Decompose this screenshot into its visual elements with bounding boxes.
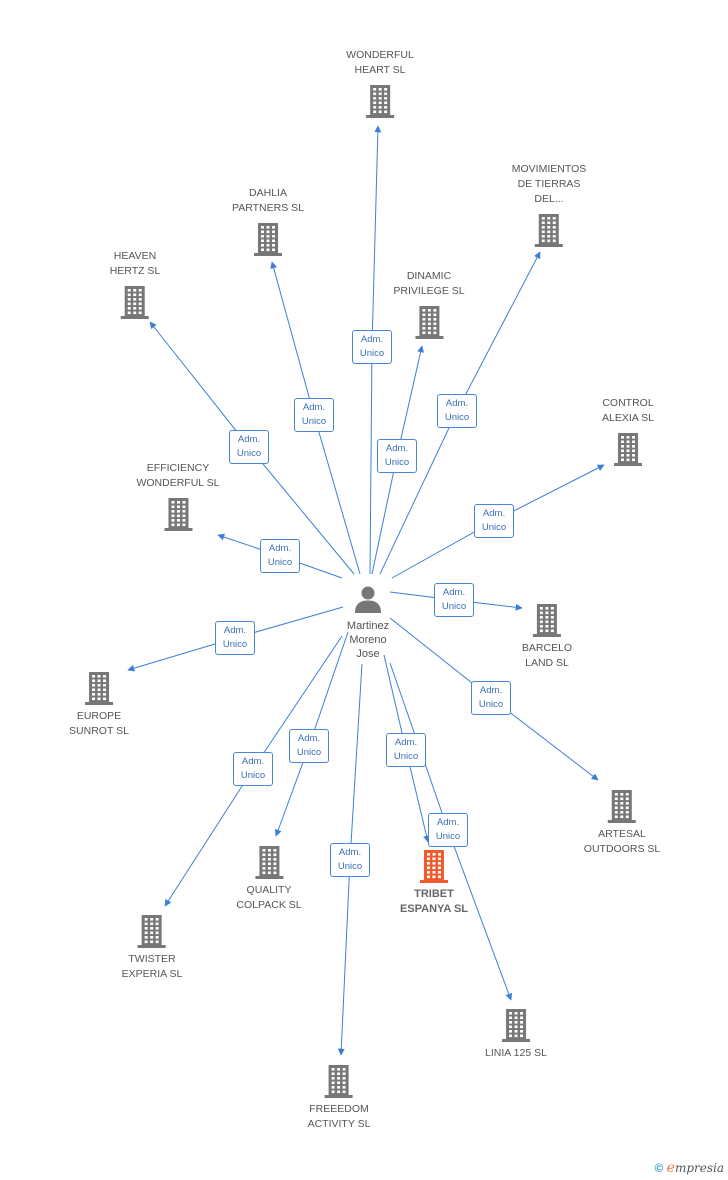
building-icon — [501, 1009, 530, 1042]
building-icon — [163, 498, 192, 531]
edge-label-dahlia[interactable]: Adm. Unico — [294, 398, 334, 432]
building-icon — [254, 846, 283, 879]
footer-brand: © empresia — [654, 1160, 724, 1176]
company-linia[interactable]: LINIA 125 SL — [485, 1007, 547, 1061]
copyright-icon: © — [654, 1161, 664, 1175]
company-label: ARTESAL OUTDOORS SL — [583, 828, 661, 855]
company-artesal[interactable]: ARTESAL OUTDOORS SL — [584, 788, 660, 857]
building-icon — [613, 433, 642, 466]
edge-label-artesal[interactable]: Adm. Unico — [471, 681, 511, 715]
building-icon — [324, 1065, 353, 1098]
person-node[interactable]: Martinez Moreno Jose — [333, 584, 403, 661]
building-icon — [365, 85, 394, 118]
company-dinamic[interactable]: DINAMIC PRIVILEGE SL — [393, 269, 465, 340]
company-label: LINIA 125 SL — [485, 1047, 547, 1059]
edge-label-efficiency[interactable]: Adm. Unico — [260, 539, 300, 573]
building-icon — [85, 672, 113, 705]
company-efficiency[interactable]: EFFICIENCY WONDERFUL SL — [136, 461, 220, 532]
building-icon — [533, 604, 561, 637]
company-label: QUALITY COLPACK SL — [236, 884, 302, 911]
company-freeedom[interactable]: FREEEDOM ACTIVITY SL — [307, 1063, 371, 1132]
building-icon — [420, 850, 448, 883]
person-icon — [355, 586, 381, 613]
building-icon — [254, 223, 282, 256]
company-label: TRIBET ESPANYA SL — [399, 888, 469, 915]
edge-label-wonderful-heart[interactable]: Adm. Unico — [352, 330, 392, 364]
edge-label-quality[interactable]: Adm. Unico — [289, 729, 329, 763]
company-label: DAHLIA PARTNERS SL — [232, 187, 304, 214]
building-icon — [137, 915, 166, 948]
company-tribet[interactable]: TRIBET ESPANYA SL — [400, 848, 468, 917]
company-heaven-hertz[interactable]: HEAVEN HERTZ SL — [109, 249, 161, 320]
company-dahlia[interactable]: DAHLIA PARTNERS SL — [232, 186, 304, 257]
company-label: EUROPE SUNROT SL — [69, 710, 129, 737]
company-twister[interactable]: TWISTER EXPERIA SL — [121, 913, 183, 982]
company-label: DINAMIC PRIVILEGE SL — [393, 270, 465, 297]
company-label: HEAVEN HERTZ SL — [109, 250, 161, 277]
building-icon — [534, 214, 563, 247]
edge-label-dinamic[interactable]: Adm. Unico — [377, 439, 417, 473]
edge-label-barcelo[interactable]: Adm. Unico — [434, 583, 474, 617]
company-control-alexia[interactable]: CONTROL ALEXIA SL — [602, 396, 654, 467]
company-barcelo[interactable]: BARCELO LAND SL — [522, 602, 572, 671]
company-movimientos[interactable]: MOVIMIENTOS DE TIERRAS DEL... — [512, 162, 586, 248]
company-label: BARCELO LAND SL — [521, 642, 573, 669]
edge-label-heaven-hertz[interactable]: Adm. Unico — [229, 430, 269, 464]
person-name: Martinez Moreno Jose — [346, 620, 390, 660]
edge-label-control-alexia[interactable]: Adm. Unico — [474, 504, 514, 538]
company-label: EFFICIENCY WONDERFUL SL — [136, 462, 220, 489]
company-europe-sunrot[interactable]: EUROPE SUNROT SL — [69, 670, 129, 739]
edge-label-europe-sunrot[interactable]: Adm. Unico — [215, 621, 255, 655]
building-icon — [608, 790, 636, 823]
company-quality[interactable]: QUALITY COLPACK SL — [236, 844, 302, 913]
edge-label-tribet[interactable]: Adm. Unico — [386, 733, 426, 767]
brand-logo: empresia — [666, 1160, 724, 1176]
company-label: TWISTER EXPERIA SL — [121, 953, 183, 980]
edge-label-twister[interactable]: Adm. Unico — [233, 752, 273, 786]
company-label: FREEEDOM ACTIVITY SL — [307, 1103, 371, 1130]
edge-label-linia[interactable]: Adm. Unico — [428, 813, 468, 847]
company-label: WONDERFUL HEART SL — [346, 49, 414, 76]
company-wonderful-heart[interactable]: WONDERFUL HEART SL — [346, 48, 414, 119]
company-label: CONTROL ALEXIA SL — [602, 397, 654, 424]
edge-label-freeedom[interactable]: Adm. Unico — [330, 843, 370, 877]
edge-label-movimientos[interactable]: Adm. Unico — [437, 394, 477, 428]
building-icon — [120, 286, 149, 319]
building-icon — [414, 306, 443, 339]
company-label: MOVIMIENTOS DE TIERRAS DEL... — [511, 163, 587, 205]
